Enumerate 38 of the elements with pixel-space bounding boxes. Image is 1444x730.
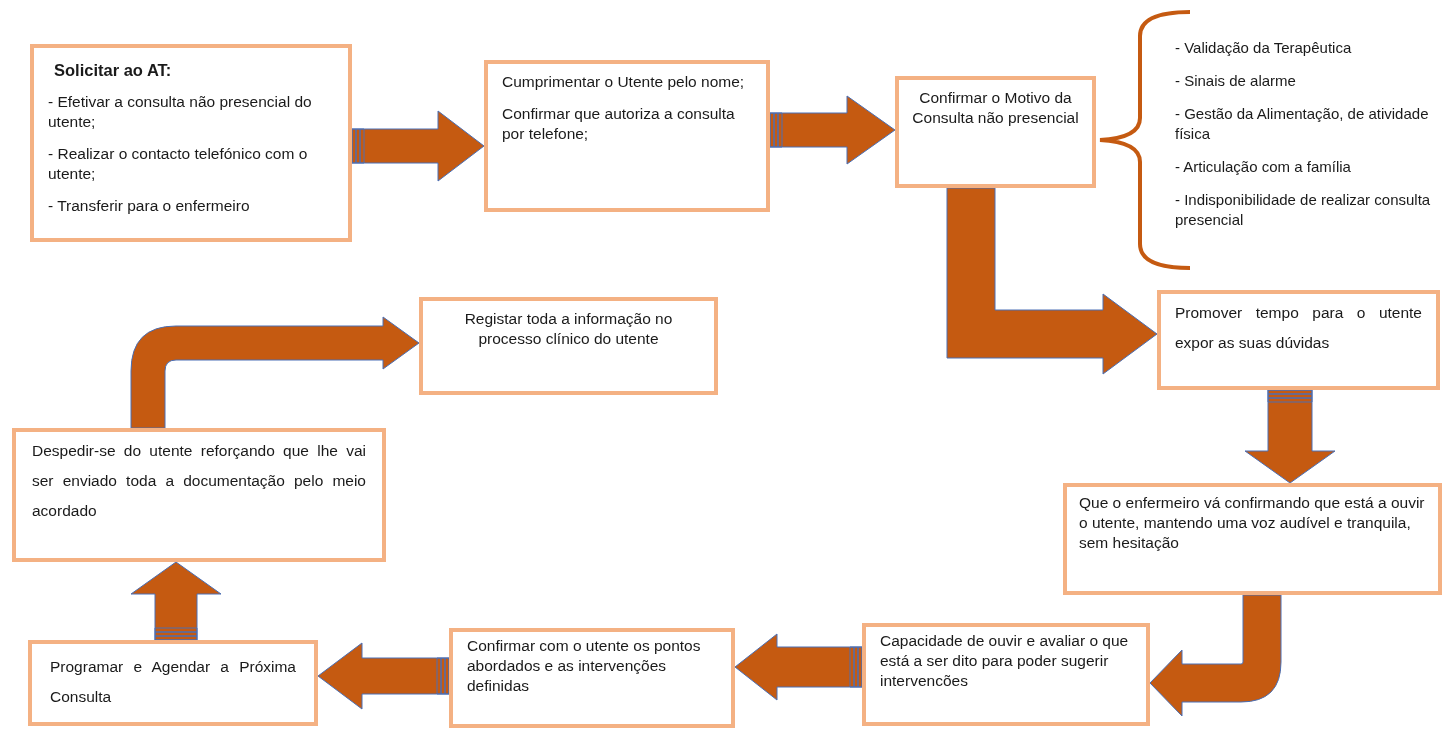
process-box bbox=[895, 76, 1096, 188]
process-box bbox=[28, 640, 318, 726]
block-arrow bbox=[130, 316, 420, 429]
list-item: - Indisponibilidade de realizar consulta presencial bbox=[1175, 190, 1432, 230]
process-box bbox=[1063, 483, 1442, 595]
list-item: - Sinais de alarme bbox=[1175, 71, 1297, 91]
block-arrow bbox=[734, 633, 863, 701]
step-text: Que o enfermeiro vá confirmando que está a ouvir o utente, mantendo uma voz audível e tranquila, sem hesitação bbox=[1079, 493, 1426, 553]
list-item: - Validação da Terapêutica bbox=[1175, 38, 1353, 58]
box-heading: Solicitar ao AT: bbox=[53, 60, 173, 80]
block-arrow bbox=[946, 187, 1158, 375]
step-text: Promover tempo para o utente expor as suas dúvidas bbox=[1175, 303, 1422, 353]
step-text: - Realizar o contacto telefónico com o utente; bbox=[48, 144, 309, 184]
step-text: Despedir-se do utente reforçando que lhe vai ser enviado toda a documentação pelo meio acordado bbox=[32, 441, 366, 521]
process-box bbox=[1157, 290, 1440, 390]
block-arrow bbox=[317, 642, 450, 710]
block-arrow bbox=[1149, 594, 1282, 717]
step-text: Capacidade de ouvir e avaliar o que está a ser dito para poder sugerir intervencões bbox=[880, 631, 1130, 691]
process-box bbox=[419, 297, 718, 395]
block-arrow bbox=[351, 110, 485, 182]
list-item: - Articulação com a família bbox=[1175, 157, 1352, 177]
process-box bbox=[484, 60, 770, 212]
step-text: - Transferir para o enfermeiro bbox=[48, 196, 251, 216]
step-text: Programar e Agendar a Próxima Consulta bbox=[50, 657, 296, 707]
block-arrow bbox=[1244, 389, 1336, 484]
list-item: - Gestão da Alimentação, de atividade física bbox=[1175, 104, 1430, 144]
process-box bbox=[449, 628, 735, 728]
block-arrow bbox=[769, 95, 896, 165]
step-text: Confirmar o Motivo da Consulta não presencial bbox=[911, 88, 1080, 128]
process-box bbox=[30, 44, 352, 242]
step-text: - Efetivar a consulta não presencial do utente; bbox=[48, 92, 313, 132]
step-text: Cumprimentar o Utente pelo nome; bbox=[502, 72, 746, 92]
process-box bbox=[12, 428, 386, 562]
step-text: Registar toda a informação no processo clínico do utente bbox=[463, 309, 674, 349]
step-text: Confirmar que autoriza a consulta por telefone; bbox=[502, 104, 736, 144]
process-box bbox=[862, 623, 1150, 726]
step-text: Confirmar com o utente os pontos abordados e as intervenções definidas bbox=[467, 636, 702, 696]
block-arrow bbox=[130, 561, 222, 641]
